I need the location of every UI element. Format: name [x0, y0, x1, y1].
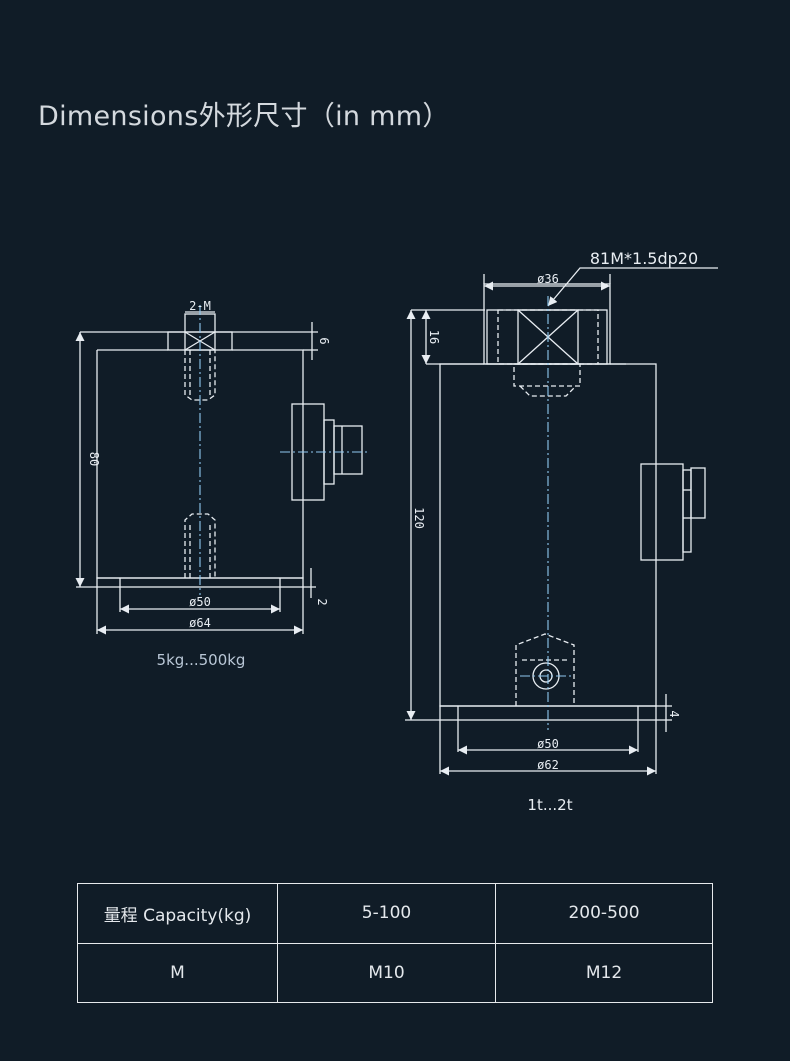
large-centerlines — [520, 296, 572, 730]
large-base-thickness-label: 4 — [667, 710, 681, 717]
large-top-height-label: 16 — [427, 330, 441, 344]
large-top-block-outline — [483, 283, 611, 365]
small-centerlines — [199, 305, 368, 595]
small-inner-diameter-label: ø50 — [189, 595, 211, 609]
spec-table: 量程 Capacity(kg) 5-100 200-500 M M10 M12 — [77, 883, 713, 1003]
large-thread-callout-label: 81M*1.5dp20 — [590, 249, 698, 268]
large-inner-diameter-label: ø50 — [537, 737, 559, 751]
small-top-thickness-label: 6 — [317, 337, 331, 344]
table-header-range-1: 5-100 — [277, 883, 496, 944]
small-caption: 5kg...500kg — [157, 651, 246, 669]
large-caption: 1t...2t — [527, 796, 572, 814]
small-height-label: 80 — [87, 452, 101, 466]
small-outer-diameter-label: ø64 — [189, 616, 211, 630]
table-row: M M10 M12 — [77, 942, 713, 1003]
page-title: Dimensions外形尺寸（in mm） — [38, 101, 450, 132]
small-load-cell-drawing — [75, 311, 363, 635]
table-header-range-2: 200-500 — [495, 883, 713, 944]
large-labels: ø36 16 120 4 ø50 ø62 — [412, 272, 681, 772]
table-row: 量程 Capacity(kg) 5-100 200-500 — [77, 883, 713, 944]
small-thread-label: 2-M — [189, 299, 211, 313]
large-top-diameter-label: ø36 — [537, 272, 559, 286]
large-outer-diameter-label: ø62 — [537, 758, 559, 772]
table-header-capacity: 量程 Capacity(kg) — [77, 883, 278, 944]
large-load-cell-drawing — [405, 267, 718, 776]
large-thread-callout-leader — [547, 267, 718, 307]
large-connector-housing — [640, 463, 684, 561]
small-labels: 2-M 80 6 2 ø50 ø64 — [87, 299, 331, 630]
small-base-thickness-label: 2 — [315, 598, 329, 605]
table-cell-m10: M10 — [277, 942, 496, 1003]
table-cell-thread: M — [77, 942, 278, 1003]
table-cell-m12: M12 — [495, 942, 713, 1003]
large-height-label: 120 — [412, 507, 426, 529]
